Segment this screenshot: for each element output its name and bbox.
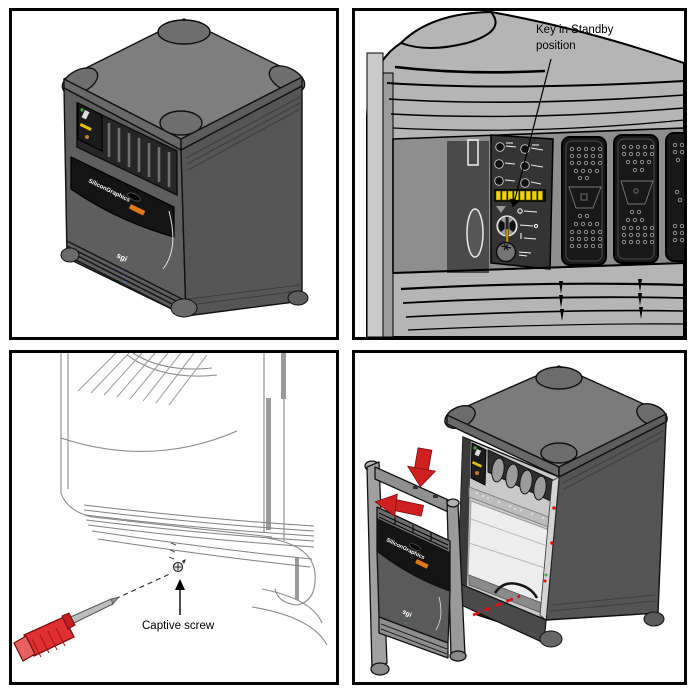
- chassis-edge: [366, 52, 384, 337]
- model-accent: [415, 559, 429, 569]
- edge-accent: [281, 353, 286, 399]
- edge-accent: [295, 558, 299, 600]
- machine-outline: [60, 353, 328, 646]
- power-button-icon: [495, 241, 517, 263]
- red-dot: [550, 541, 554, 545]
- phillips-screw-icon: [172, 559, 186, 573]
- display-window: [81, 110, 90, 120]
- foot-pod: [287, 290, 309, 306]
- frame-strip: [458, 437, 471, 586]
- side-vent-lines: [550, 430, 664, 612]
- foot-pod: [539, 630, 563, 648]
- mini-control-panel: [77, 102, 103, 152]
- drive-bay: [487, 449, 556, 504]
- recess-bottom-edge: [392, 262, 684, 274]
- control-panel: [490, 134, 554, 270]
- workstation-illustration: SiliconGraphics sgi: [60, 18, 309, 318]
- panel-wedge: [496, 206, 506, 213]
- callout-arrowhead: [509, 198, 521, 207]
- bezel-lower-face: [376, 550, 451, 644]
- keyswitch-small: [85, 135, 89, 139]
- panel-captive-screw: Captive screw: [9, 350, 339, 685]
- handle-notch: [127, 192, 141, 202]
- corner-pod: [157, 19, 211, 45]
- front-bezel: SiliconGraphics sgi: [364, 460, 467, 676]
- callout-leader-line: [512, 58, 552, 208]
- foot-pod: [170, 298, 198, 318]
- fan-grille: [561, 136, 607, 266]
- workstation-chassis: [61, 18, 306, 317]
- screwdriver-butt: [13, 635, 36, 662]
- edge-accent: [266, 398, 271, 530]
- door-seam: [435, 596, 442, 631]
- callout-label: position: [536, 40, 576, 52]
- vent-ticks: [559, 279, 643, 321]
- post-cap: [446, 498, 460, 508]
- model-accent: [129, 204, 146, 216]
- screw-illustration: Captive screw: [13, 353, 328, 662]
- handle-ridges: [31, 627, 66, 658]
- speckles: [476, 492, 544, 519]
- thick-down-arrow: [406, 447, 437, 488]
- base-grooves: [83, 504, 315, 568]
- base-grooves: [66, 240, 187, 317]
- motion-arrows: [374, 447, 437, 517]
- callout-label: Key in Standby: [536, 24, 614, 36]
- keyswitch-icon: [496, 215, 518, 246]
- panel-keyswitch-closeup: Key in Standby position: [352, 8, 687, 340]
- sgi-logo: sgi: [115, 251, 129, 264]
- foot-pod: [643, 611, 665, 627]
- keyswitch-position-icons: [517, 208, 539, 257]
- callout-key-standby: Key in Standby position: [509, 24, 614, 208]
- panel-bezel-removal: SiliconGraphics sgi: [352, 350, 687, 685]
- cross-member: [468, 574, 548, 616]
- handle-recess: [466, 208, 484, 258]
- top-vent-lines: [386, 65, 684, 131]
- foot-pod: [60, 247, 80, 263]
- led-bar: [79, 122, 92, 131]
- chassis: [444, 365, 668, 621]
- corner-pod: [535, 366, 583, 390]
- corner-pod: [540, 442, 578, 464]
- callout-label: Captive screw: [142, 620, 215, 632]
- vent-hatch: [77, 353, 208, 406]
- power-led: [80, 108, 84, 112]
- handle-notch: [409, 543, 421, 551]
- slot-opening: [467, 139, 479, 166]
- bezel-logo-band: SiliconGraphics: [70, 156, 175, 238]
- fan-grilles: [561, 132, 684, 266]
- alignment-dashed-line: [472, 594, 521, 617]
- alignment-dashed-line: [114, 572, 173, 600]
- led-icons: [504, 142, 544, 185]
- panel-workstation-front: SiliconGraphics sgi: [9, 8, 339, 340]
- bottom-vent-lines: [400, 282, 684, 331]
- red-dot: [552, 506, 556, 510]
- door-seam: [162, 210, 174, 270]
- thick-left-arrow: [374, 493, 425, 517]
- post-cap: [370, 662, 390, 676]
- callout-arrowhead: [175, 579, 185, 590]
- callout-captive-screw: Captive screw: [142, 579, 215, 632]
- post-cap: [449, 650, 467, 662]
- interior-control-module: [470, 442, 487, 486]
- fan-grille: [665, 132, 684, 262]
- screwdriver-icon: [13, 572, 173, 662]
- status-dots: [122, 269, 126, 283]
- red-dot: [543, 579, 547, 583]
- green-dot: [544, 573, 548, 577]
- groove-ticks: [168, 542, 177, 560]
- side-vent-lines: [185, 96, 301, 306]
- corner-pod: [159, 110, 203, 136]
- closeup-illustration: Key in Standby position: [366, 11, 684, 337]
- ferrule: [61, 612, 76, 630]
- sgi-logo: sgi: [401, 609, 413, 619]
- cable: [493, 582, 539, 599]
- chassis-edge-inner: [382, 72, 394, 337]
- fan-grille: [613, 134, 659, 264]
- screwdriver-tip: [110, 596, 121, 605]
- corner-pod: [399, 11, 497, 49]
- bezel-removal-illustration: SiliconGraphics sgi: [364, 365, 668, 676]
